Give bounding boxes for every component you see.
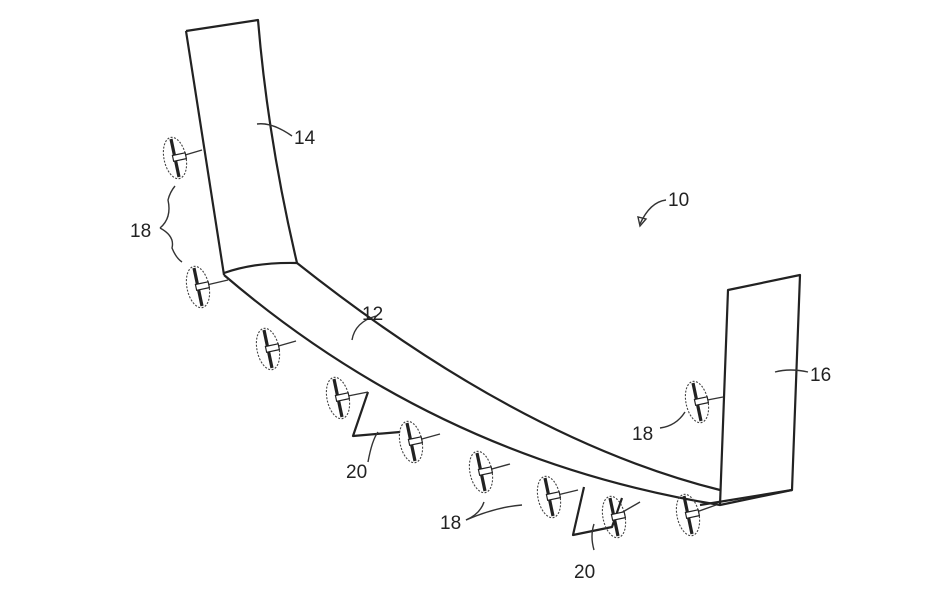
label-left-wing: 14 [294,128,316,149]
label-propulsors-right: 18 [632,424,653,445]
propeller-icon [675,493,717,537]
label-propulsors-bottom: 18 [440,513,461,534]
label-aircraft: 10 [668,190,689,211]
label-right-wing: 16 [810,365,831,386]
propellers [162,136,724,539]
left-vertical-wing [184,18,299,276]
leader-lines [159,123,809,551]
label-main-wing: 12 [362,304,383,325]
label-flap-left: 20 [346,462,367,483]
propeller-icon [468,450,511,494]
propeller-icon [325,376,369,420]
propeller-icon [536,475,579,519]
right-vertical-wing [699,273,802,507]
label-flap-right: 20 [574,562,595,583]
propeller-icon [255,327,297,371]
propeller-icon [185,265,229,309]
propeller-icon [601,495,641,539]
propeller-icon [162,136,203,180]
propeller-icon [398,420,441,464]
main-curved-wing [223,262,721,507]
propeller-icon [684,380,724,424]
label-propulsors-left: 18 [130,221,151,242]
flap-left [351,391,401,438]
